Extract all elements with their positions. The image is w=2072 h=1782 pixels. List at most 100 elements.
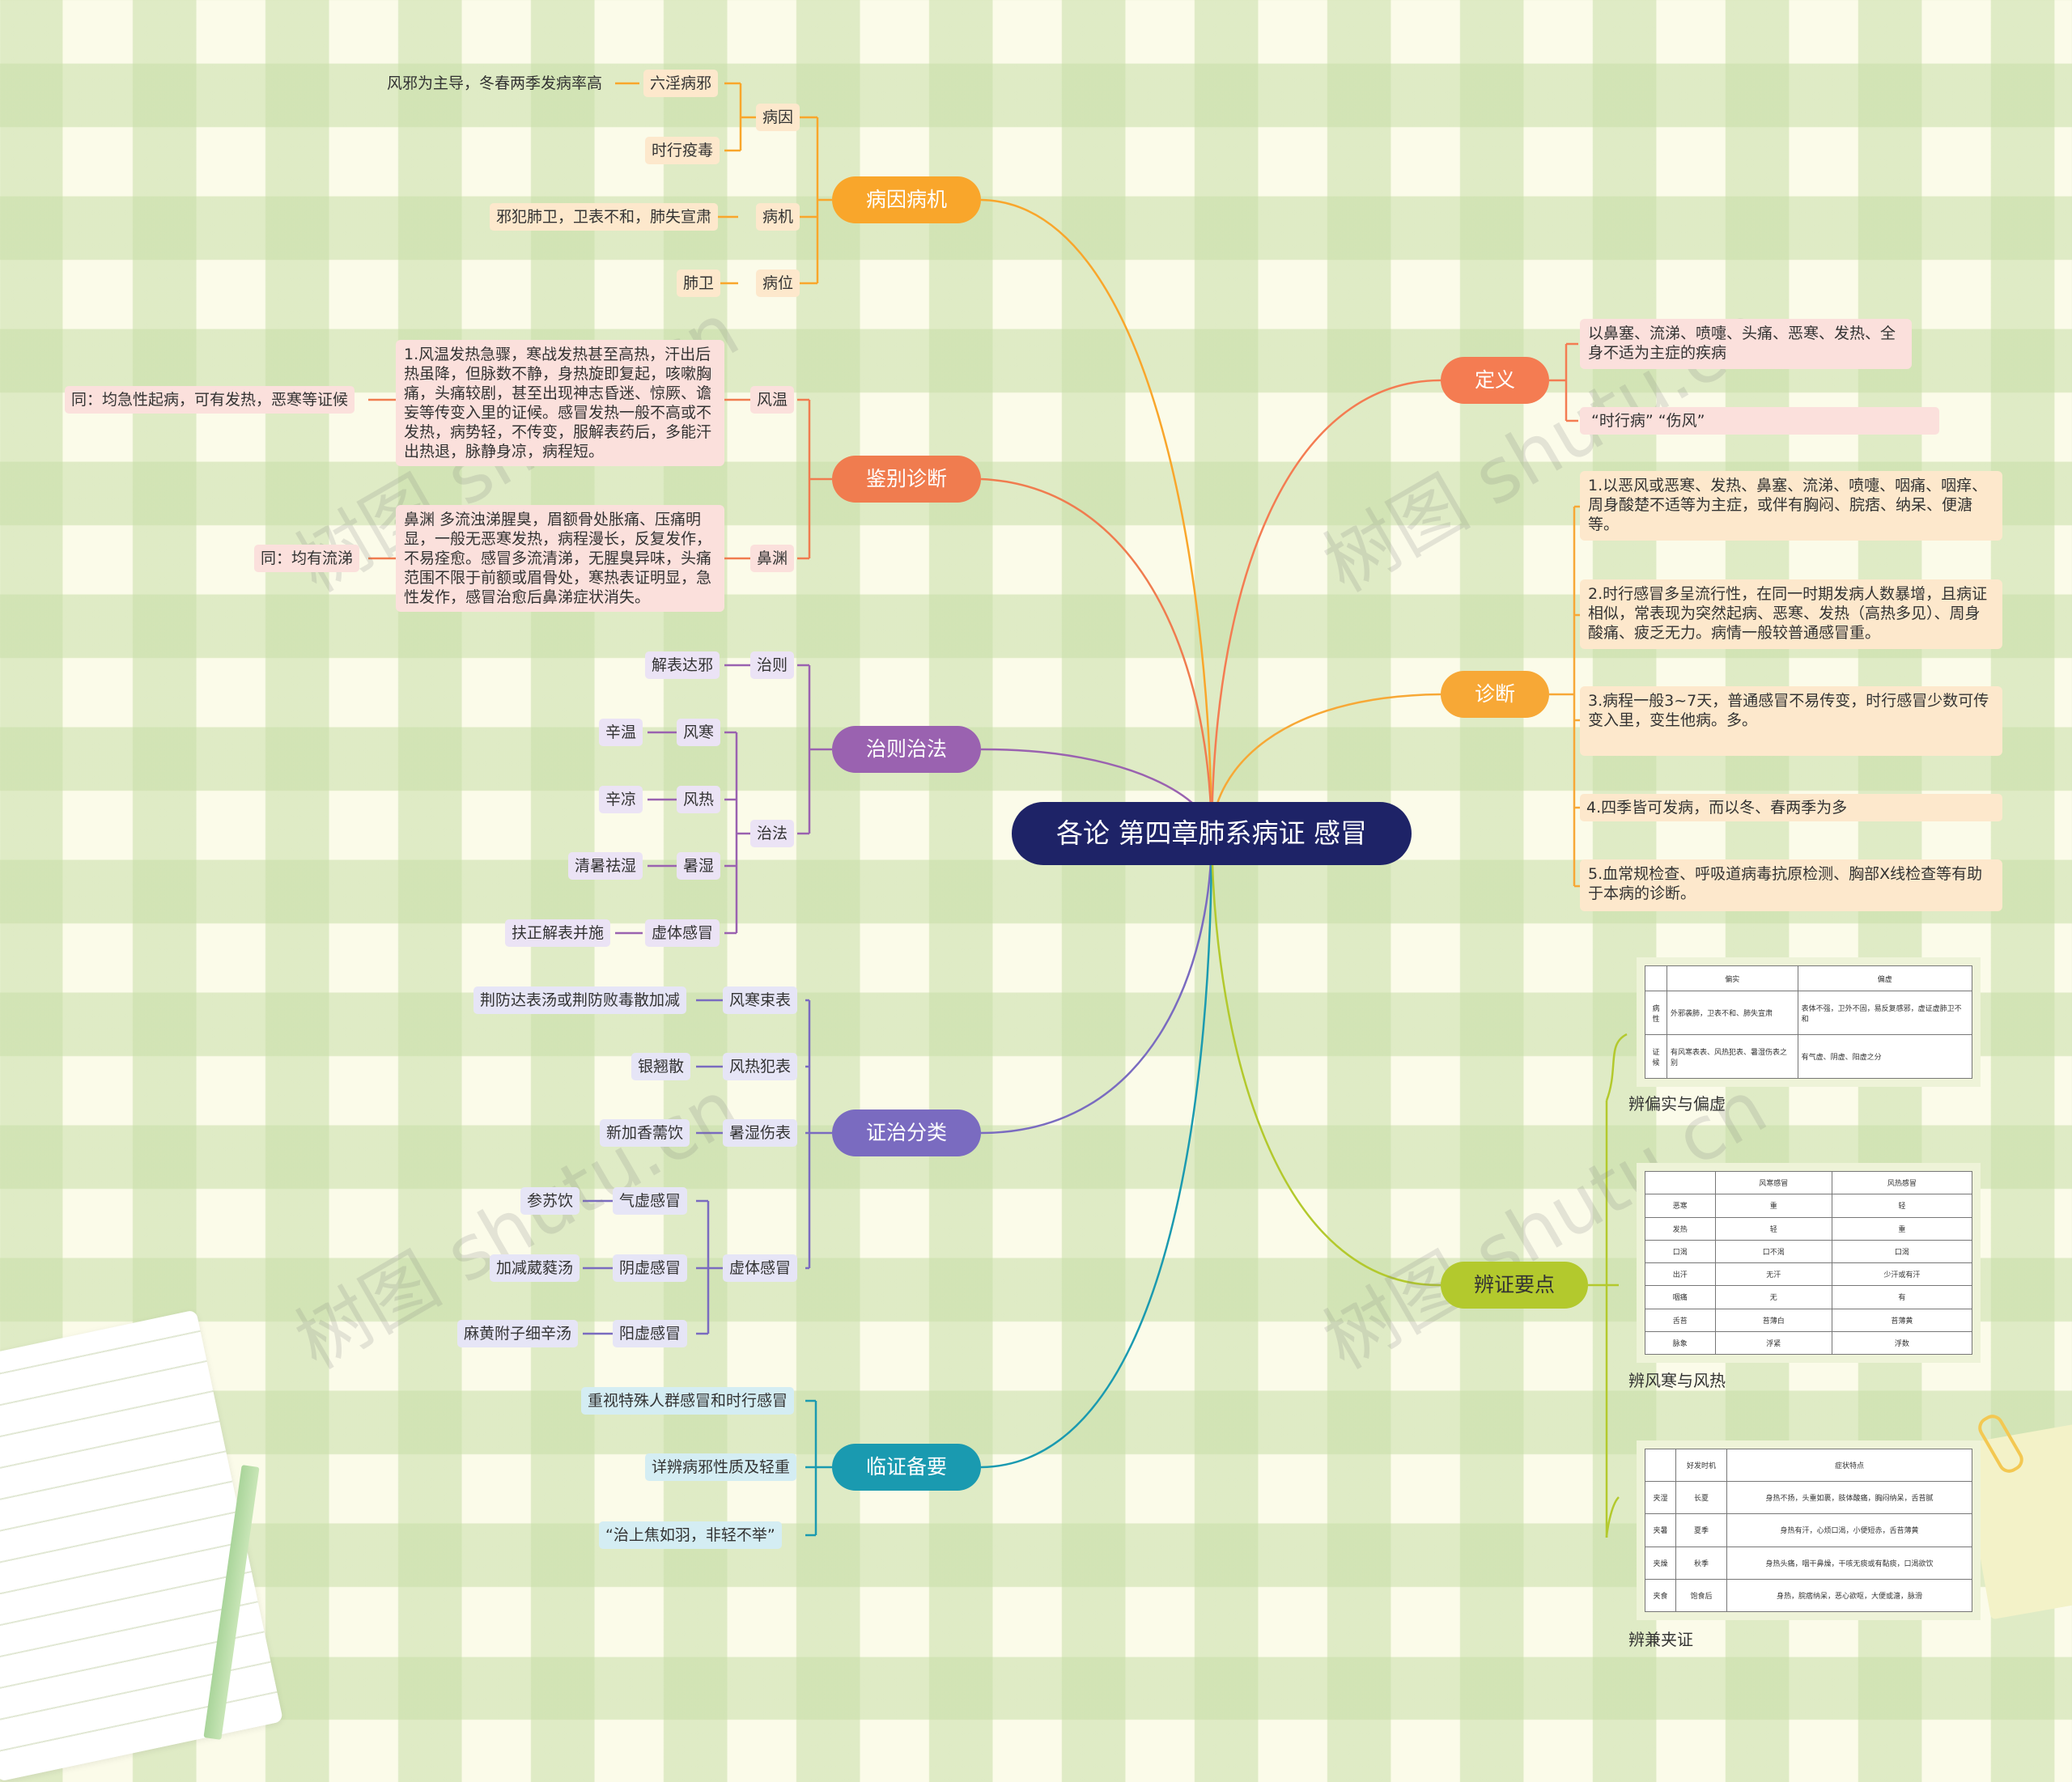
pattern-wind-heat[interactable]: 风热犯表: [723, 1053, 797, 1080]
t1-h1: 偏实: [1667, 966, 1798, 991]
cause-six-evils-note: 风邪为主导，冬春两季发病率高: [380, 70, 609, 97]
t1-r0c1: 外邪袭肺，卫表不和、肺失宣肃: [1667, 991, 1798, 1035]
t2-h2: 风热感冒: [1832, 1172, 1972, 1194]
pattern-wind-heat-note: 银翘散: [631, 1053, 690, 1080]
t3-r3c0: 夹食: [1645, 1579, 1676, 1611]
t2-r0c1: 重: [1715, 1194, 1832, 1217]
root-node[interactable]: 各论 第四章肺系病证 感冒: [1012, 802, 1412, 865]
pattern-qi-def-note: 参苏饮: [520, 1187, 580, 1215]
t3-r2c2: 身热头痛，咽干鼻燥，干咳无痰或有黏痰，口渴欲饮: [1727, 1547, 1972, 1579]
diff-sinusitis[interactable]: 鼻渊: [750, 545, 794, 572]
method-deficient[interactable]: 虚体感冒: [645, 919, 720, 947]
t2-r6c0: 脉象: [1645, 1331, 1716, 1354]
t2-r3c2: 少汗或有汗: [1832, 1263, 1972, 1286]
definition-item-2: “时行病” “伤风”: [1580, 407, 1939, 435]
table-excess-deficiency: 偏实偏虚 病性外邪袭肺，卫表不和、肺失宣肃表体不强，卫外不固，易反复感邪，虚证虚…: [1645, 965, 1972, 1079]
treatment-method[interactable]: 治法: [750, 820, 794, 847]
clinical-item-2[interactable]: 详辨病邪性质及轻重: [645, 1453, 796, 1481]
t1-r1c0: 证候: [1645, 1035, 1667, 1079]
pattern-yang-def[interactable]: 阳虚感冒: [613, 1320, 687, 1347]
branch-diagnosis[interactable]: 诊断: [1441, 671, 1549, 718]
t1-h2: 偏虚: [1798, 966, 1972, 991]
table-wind-cold-heat-caption: 辨风寒与风热: [1628, 1368, 1726, 1391]
diagnosis-item-2: 2.时行感冒多呈流行性，在同一时期发病人数暴增，且病证相似，常表现为突然起病、恶…: [1580, 579, 2002, 649]
branch-definition[interactable]: 定义: [1441, 357, 1549, 404]
t3-r1c1: 夏季: [1675, 1514, 1726, 1547]
t2-r6c2: 浮数: [1832, 1331, 1972, 1354]
t3-r2c0: 夹燥: [1645, 1547, 1676, 1579]
method-wind-cold[interactable]: 风寒: [677, 719, 720, 746]
t2-h1: 风寒感冒: [1715, 1172, 1832, 1194]
pattern-deficient[interactable]: 虚体感冒: [723, 1254, 797, 1282]
treatment-principle[interactable]: 治则: [750, 651, 794, 679]
diagnosis-item-5: 5.血常规检查、呼吸道病毒抗原检测、胸部X线检查等有助于本病的诊断。: [1580, 859, 2002, 911]
t3-r1c0: 夹暑: [1645, 1514, 1676, 1547]
t2-r3c0: 出汗: [1645, 1263, 1716, 1286]
clinical-item-1[interactable]: 重视特殊人群感冒和时行感冒: [581, 1387, 794, 1415]
t2-r5c2: 苔薄黄: [1832, 1309, 1972, 1331]
principle-note: 解表达邪: [645, 651, 720, 679]
branch-differential[interactable]: 鉴别诊断: [832, 456, 981, 503]
branch-patterns[interactable]: 证治分类: [832, 1110, 981, 1156]
method-summer-damp[interactable]: 暑湿: [677, 852, 720, 880]
t2-r3c1: 无汗: [1715, 1263, 1832, 1286]
t3-r3c2: 身热，脘痞纳呆，恶心欲呕，大便或溏，脉滑: [1727, 1579, 1972, 1611]
diagnosis-item-4: 4.四季皆可发病，而以冬、春两季为多: [1580, 794, 2002, 821]
t2-h0: [1645, 1172, 1716, 1194]
method-deficient-note: 扶正解表并施: [505, 919, 610, 947]
t3-h2: 症状特点: [1727, 1449, 1972, 1482]
pattern-wind-cold[interactable]: 风寒束表: [723, 986, 797, 1014]
t2-r2c0: 口渴: [1645, 1240, 1716, 1262]
pattern-wind-cold-note: 荆防达表汤或荆防败毒散加减: [473, 986, 686, 1014]
clinical-item-3[interactable]: “治上焦如羽，非轻不举”: [599, 1521, 782, 1549]
diff-wind-warm-same: 同：均急性起病，可有发热，恶寒等证候: [65, 386, 355, 414]
branch-treatment[interactable]: 治则治法: [832, 726, 981, 773]
t2-r5c1: 苔薄白: [1715, 1309, 1832, 1331]
t1-r0c0: 病性: [1645, 991, 1667, 1035]
t1-r0c2: 表体不强，卫外不固，易反复感邪，虚证虚肺卫不和: [1798, 991, 1972, 1035]
mechanism-note: 邪犯肺卫，卫表不和，肺失宣肃: [490, 203, 718, 231]
etiology-mechanism[interactable]: 病机: [756, 203, 800, 231]
t2-r0c2: 轻: [1832, 1194, 1972, 1217]
t1-h0: [1645, 966, 1667, 991]
t3-r2c1: 秋季: [1675, 1547, 1726, 1579]
t3-r0c2: 身热不扬，头重如裹，肢体酸痛，胸闷纳呆，舌苔腻: [1727, 1482, 1972, 1514]
etiology-cause[interactable]: 病因: [756, 104, 800, 131]
pattern-qi-def[interactable]: 气虚感冒: [613, 1187, 687, 1215]
diagnosis-item-3: 3.病程一般3~7天，普通感冒不易传变，时行感冒少数可传变入里，变生他病。多。: [1580, 686, 2002, 756]
pattern-summer-damp[interactable]: 暑湿伤表: [723, 1119, 797, 1147]
diff-sinusitis-text: 鼻渊 多流浊涕腥臭，眉额骨处胀痛、压痛明显，一般无恶寒发热，病程漫长，反复发作，…: [396, 505, 724, 612]
cause-epidemic[interactable]: 时行疫毒: [645, 137, 720, 164]
diff-wind-warm[interactable]: 风温: [750, 386, 794, 414]
method-wind-heat[interactable]: 风热: [677, 786, 720, 813]
t2-r1c2: 重: [1832, 1217, 1972, 1240]
diff-wind-warm-text: 1.风温发热急骤，寒战发热甚至高热，汗出后热虽降，但脉数不静，身热旋即复起，咳嗽…: [396, 340, 724, 466]
t3-h1: 好发时机: [1675, 1449, 1726, 1482]
definition-item-1: 以鼻塞、流涕、喷嚏、头痛、恶寒、发热、全身不适为主症的疾病: [1580, 319, 1912, 369]
t2-r5c0: 舌苔: [1645, 1309, 1716, 1331]
table-complicating: 好发时机症状特点 夹湿长夏身热不扬，头重如裹，肢体酸痛，胸闷纳呆，舌苔腻 夹暑夏…: [1645, 1449, 1972, 1612]
location-note: 肺卫: [677, 269, 720, 297]
etiology-location[interactable]: 病位: [756, 269, 800, 297]
t2-r1c1: 轻: [1715, 1217, 1832, 1240]
diagnosis-item-1: 1.以恶风或恶寒、发热、鼻塞、流涕、喷嚏、咽痛、咽痒、周身酸楚不适等为主症，或伴…: [1580, 471, 2002, 541]
t2-r4c0: 咽痛: [1645, 1286, 1716, 1309]
t2-r1c0: 发热: [1645, 1217, 1716, 1240]
pattern-yang-def-note: 麻黄附子细辛汤: [457, 1320, 578, 1347]
t2-r0c0: 恶寒: [1645, 1194, 1716, 1217]
branch-key-points[interactable]: 辨证要点: [1441, 1262, 1588, 1309]
t3-r0c1: 长夏: [1675, 1482, 1726, 1514]
pattern-yin-def[interactable]: 阴虚感冒: [613, 1254, 687, 1282]
t2-r4c1: 无: [1715, 1286, 1832, 1309]
branch-clinical[interactable]: 临证备要: [832, 1444, 981, 1491]
diff-sinusitis-same: 同：均有流涕: [254, 545, 359, 572]
t1-r1c2: 有气虚、阴虚、阳虚之分: [1798, 1035, 1972, 1079]
t1-r1c1: 有风寒表表、风热犯表、暑湿伤表之别: [1667, 1035, 1798, 1079]
t3-r0c0: 夹湿: [1645, 1482, 1676, 1514]
t2-r2c1: 口不渴: [1715, 1240, 1832, 1262]
t3-r3c1: 饱食后: [1675, 1579, 1726, 1611]
branch-etiology[interactable]: 病因病机: [832, 176, 981, 223]
cause-six-evils[interactable]: 六淫病邪: [643, 70, 718, 97]
pattern-yin-def-note: 加减葳蕤汤: [490, 1254, 580, 1282]
t3-r1c2: 身热有汗，心烦口渴，小便短赤，舌苔薄黄: [1727, 1514, 1972, 1547]
